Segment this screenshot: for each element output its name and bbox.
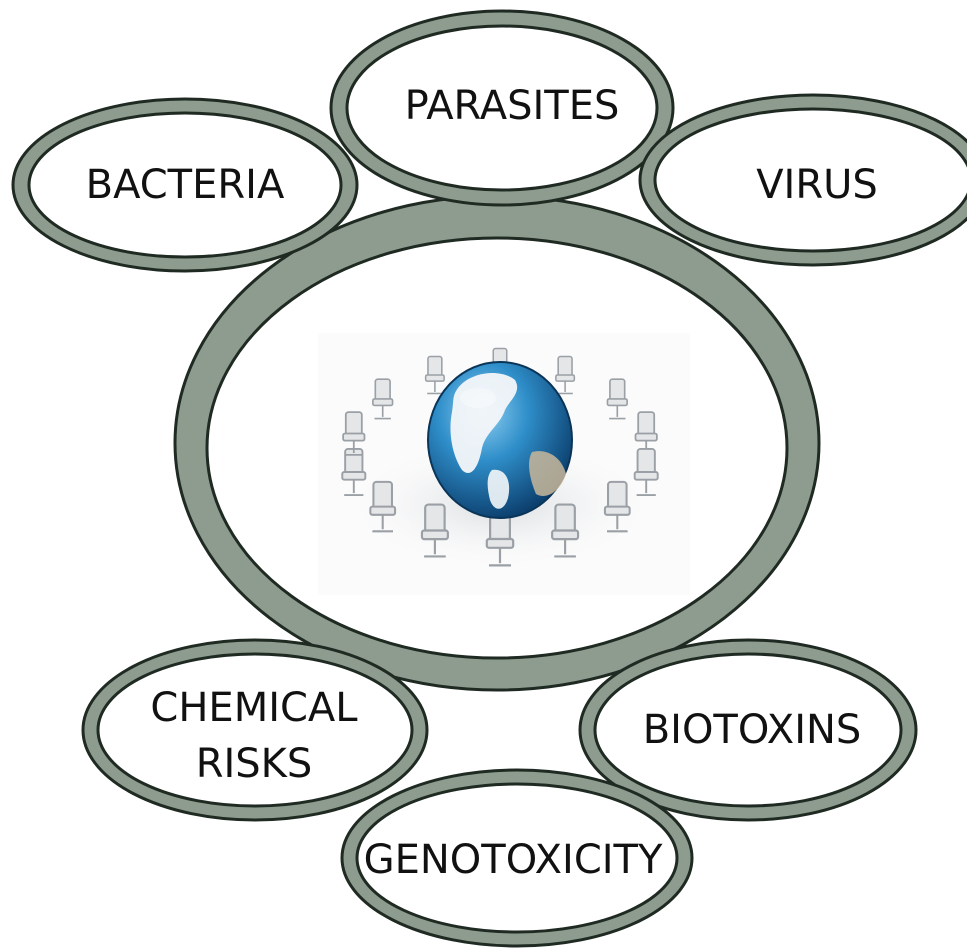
- hazard-chemical-risks: CHEMICAL RISKS: [83, 640, 427, 820]
- hazard-label: GENOTOXICITY: [364, 837, 663, 883]
- globe-with-chairs-icon: [318, 333, 690, 595]
- hazard-genotoxicity: GENOTOXICITY: [342, 770, 692, 946]
- hazard-virus: VIRUS: [640, 95, 967, 265]
- hazard-label: VIRUS: [756, 162, 878, 208]
- globe-icon: [428, 362, 572, 518]
- hazard-label: BIOTOXINS: [643, 707, 862, 753]
- hazard-label: PARASITES: [405, 83, 620, 129]
- hazard-parasites: PARASITES: [331, 11, 673, 205]
- hazard-label: BACTERIA: [86, 162, 285, 208]
- hazard-label: CHEMICAL: [150, 685, 358, 731]
- hazard-label: RISKS: [196, 741, 313, 787]
- hazard-bacteria: BACTERIA: [13, 99, 357, 271]
